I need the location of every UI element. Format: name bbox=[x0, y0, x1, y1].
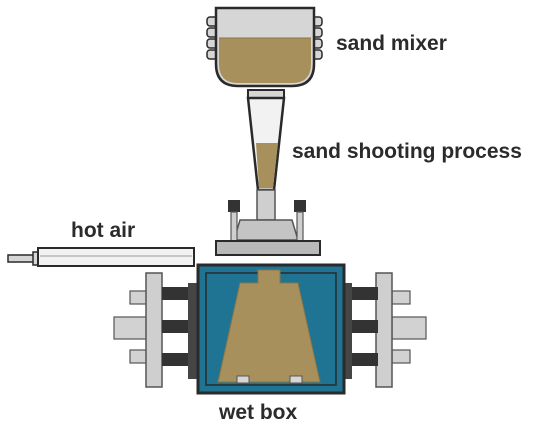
shooting-stand bbox=[215, 189, 321, 256]
sand-mixer bbox=[206, 6, 323, 88]
funnel-sand bbox=[256, 143, 278, 188]
label-hot-air: hot air bbox=[71, 219, 136, 242]
wet-box bbox=[196, 263, 346, 395]
sand-core bbox=[217, 269, 321, 383]
wet-box-clamp-left bbox=[113, 272, 202, 388]
label-wet-box: wet box bbox=[219, 401, 298, 424]
shooting-funnel bbox=[246, 89, 286, 192]
hot-air-pipe bbox=[7, 247, 195, 267]
mixer-sand bbox=[219, 38, 311, 83]
shooting-base-plate bbox=[215, 240, 321, 256]
label-sand-mixer: sand mixer bbox=[336, 32, 447, 55]
label-sand-shooting-process: sand shooting process bbox=[292, 140, 522, 163]
wet-box-clamp-right bbox=[338, 272, 427, 388]
